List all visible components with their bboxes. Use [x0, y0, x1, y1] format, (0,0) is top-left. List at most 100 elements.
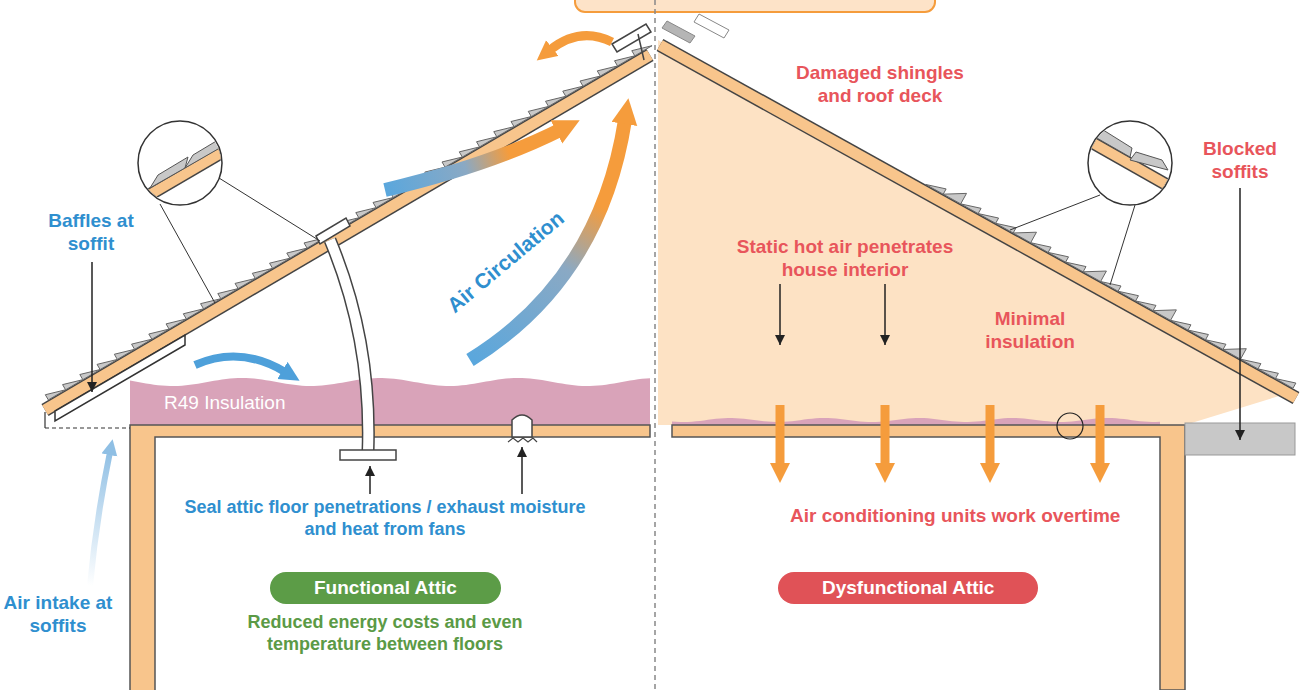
left-roof-deck: [45, 55, 650, 410]
shingle: [1206, 340, 1226, 350]
shingle: [528, 106, 548, 116]
broken-ridge-cap: [694, 14, 729, 38]
drawing-part: [1070, 130, 1190, 198]
ridge-vent: [612, 24, 651, 52]
circulation-arrow: [385, 130, 560, 190]
heat-arrow: [1096, 405, 1105, 466]
shingle: [287, 248, 307, 258]
shingle: [132, 339, 152, 349]
shingle: [563, 86, 583, 96]
shingle: [1031, 243, 1051, 253]
insulation-thick: [130, 378, 650, 425]
left-roof-deck-edge: [45, 55, 650, 410]
broken-ridge-vent: [662, 21, 695, 43]
drawing-part: [150, 157, 188, 188]
shingle: [926, 184, 946, 194]
leader-arrow: [779, 284, 781, 345]
drawing-part: [1070, 130, 1190, 198]
drawing-part: [120, 142, 240, 212]
shingle: [978, 214, 998, 224]
shingle: [615, 56, 635, 66]
shingle: [201, 299, 221, 309]
vent-pipe: [330, 240, 368, 452]
leader-arrow: [1239, 188, 1241, 440]
eave-edge: [44, 412, 45, 428]
problem-label: Minimal insulation: [974, 308, 1086, 354]
shingle: [1258, 369, 1278, 379]
shingle: [1136, 301, 1156, 311]
divider-line: [654, 0, 656, 690]
shingle: [961, 204, 981, 214]
shingle: [546, 96, 566, 106]
drawing-part: [1095, 128, 1132, 157]
zoom-shingles-good: [120, 134, 240, 212]
shingle: [80, 370, 100, 380]
shingle: [580, 76, 600, 86]
shingle: [218, 289, 238, 299]
exhaust-arrow: [550, 36, 612, 50]
right-roof-deck-edge: [660, 45, 1296, 398]
shingle: [1223, 349, 1246, 359]
shingle: [1171, 320, 1191, 330]
heat-arrow: [986, 405, 995, 466]
intake-arrow: [90, 452, 110, 586]
problem-label: Static hot air penetrates house interior: [710, 236, 980, 282]
status-pill: Functional Attic: [270, 572, 501, 604]
zoom-leader: [160, 204, 215, 303]
zoom-leader: [219, 178, 320, 241]
insulation-thin: [672, 418, 1160, 425]
shingle: [459, 147, 479, 157]
right-ceiling-wall: [672, 425, 1185, 690]
vent-register: [340, 450, 396, 460]
drawing-part: [185, 134, 228, 168]
shingle: [166, 319, 186, 329]
shingle: [943, 193, 966, 203]
shingle: [270, 258, 290, 268]
problem-label: Blocked soffits: [1195, 138, 1285, 184]
caption-label: Reduced energy costs and even temperatur…: [215, 612, 555, 655]
shingle: [477, 137, 497, 147]
insulation-group: [130, 378, 1160, 425]
exhaust-fan: [512, 415, 532, 437]
leader-arrow: [91, 262, 93, 392]
shingle: [1188, 330, 1208, 340]
ridge-vent-post: [638, 34, 644, 60]
drawing-part: [1130, 152, 1168, 170]
shingle: [1118, 291, 1138, 301]
vent-pipe-edge: [330, 240, 368, 452]
open-soffit: [45, 427, 130, 428]
shingle: [597, 66, 617, 76]
insulation-callout-circle: [1057, 413, 1083, 439]
shingle: [356, 208, 376, 218]
leader-arrow: [369, 466, 371, 494]
part-label: Air intake at soffits: [3, 592, 113, 638]
problem-label: Air conditioning units work overtime: [790, 505, 1120, 528]
shingle: [114, 349, 134, 359]
shingle: [1066, 262, 1086, 272]
shingle: [494, 127, 514, 137]
shingle: [252, 268, 272, 278]
shingle: [97, 359, 117, 369]
shingle: [63, 380, 83, 390]
status-pill: Dysfunctional Attic: [778, 572, 1038, 604]
shingle: [373, 198, 393, 208]
shingle: [1275, 379, 1295, 389]
title-banner: [575, 0, 935, 12]
part-label: R49 Insulation: [164, 392, 285, 415]
shingle: [183, 309, 203, 319]
left-ceiling-wall: [130, 425, 650, 690]
shingle: [1153, 310, 1176, 320]
heat-arrow: [776, 405, 785, 466]
baffle-airflow-arrow: [195, 356, 285, 372]
shingle: [1083, 271, 1106, 281]
shingle: [1013, 232, 1036, 242]
leader-arrow: [521, 447, 523, 494]
note-label: Seal attic floor penetrations / exhaust …: [170, 497, 600, 540]
shingle: [45, 390, 65, 400]
flow-label: Air Circulation: [442, 205, 569, 317]
right-roof-deck: [660, 45, 1296, 398]
